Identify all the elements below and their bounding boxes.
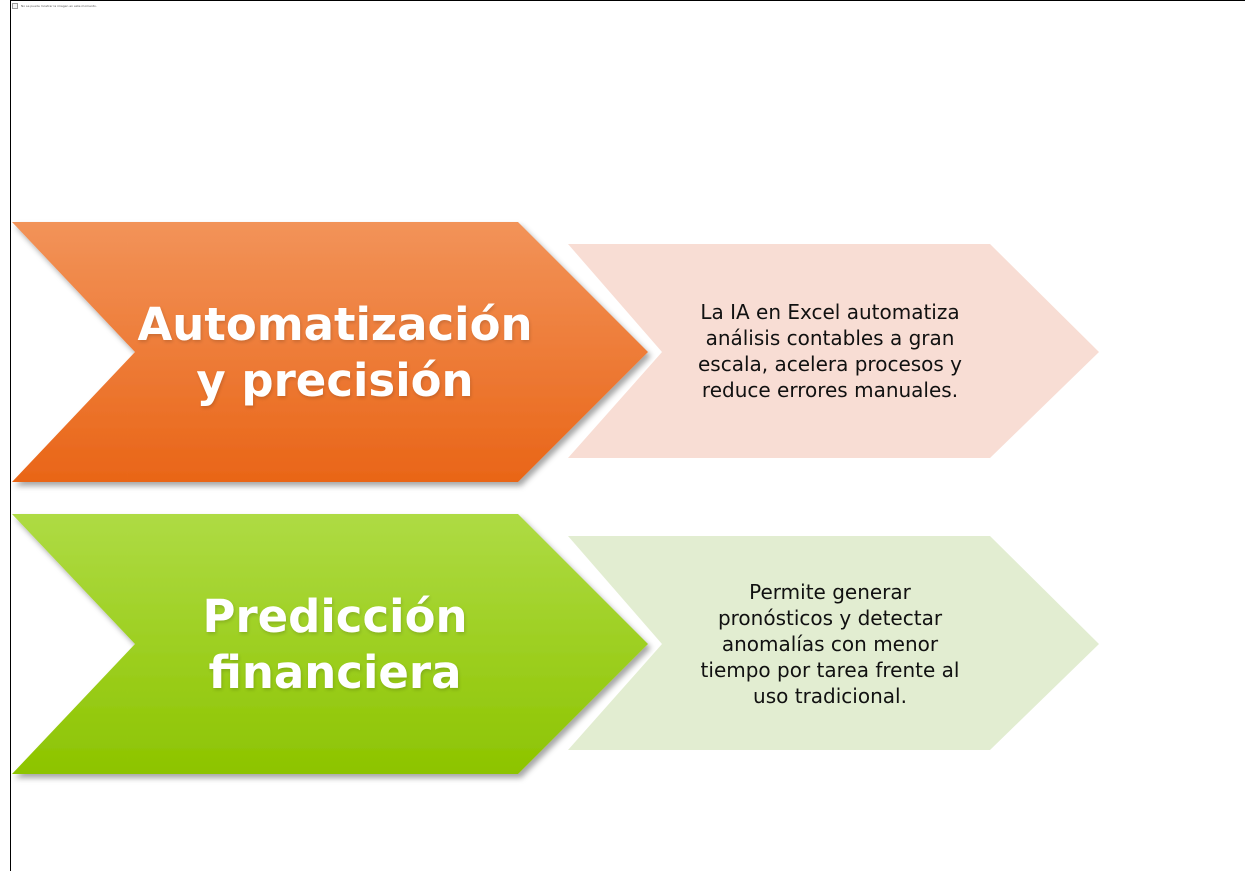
- description-chevron-automatizacion: [568, 244, 1099, 458]
- title-automatizacion: Automatización y precisión: [130, 285, 540, 420]
- chevron-prediccion: [12, 514, 648, 774]
- chevron-automatizacion: [12, 222, 648, 482]
- title-prediccion: Predicción financiera: [130, 577, 540, 712]
- title-automatizacion-text: Automatización y precisión: [137, 297, 533, 407]
- broken-image-placeholder: No se puede mostrar la imagen en este mo…: [12, 3, 97, 9]
- description-automatizacion: La IA en Excel automatiza análisis conta…: [650, 285, 1010, 417]
- broken-image-icon: [12, 3, 18, 9]
- description-prediccion-text: Permite generar pronósticos y detectar a…: [700, 580, 960, 708]
- description-prediccion: Permite generar pronósticos y detectar a…: [650, 563, 1010, 725]
- description-automatizacion-text: La IA en Excel automatiza análisis conta…: [697, 300, 963, 402]
- description-chevron-prediccion: [568, 536, 1099, 750]
- frame-left-border: [10, 0, 11, 871]
- broken-image-notice: No se puede mostrar la imagen en este mo…: [21, 4, 97, 8]
- frame-top-border: [10, 0, 1245, 1]
- title-prediccion-text: Predicción financiera: [202, 589, 468, 699]
